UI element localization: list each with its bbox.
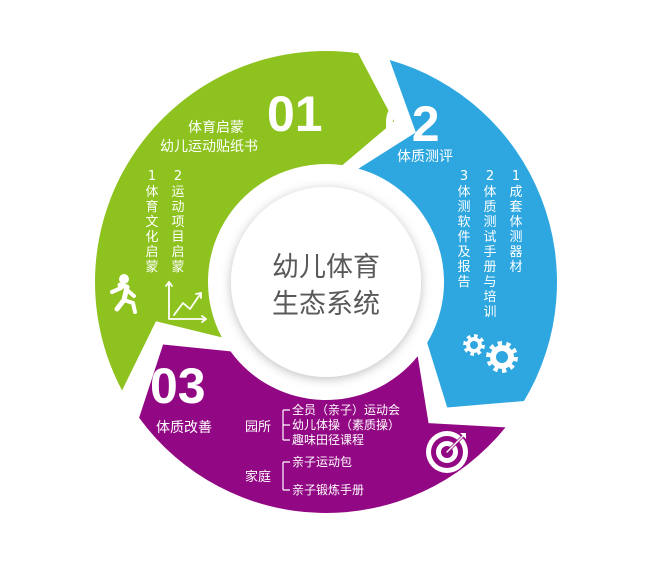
segment-01-item-2: 2 运动项目启蒙 [171,169,184,275]
item-index: 3 [460,169,468,184]
running-person-icon [110,274,137,314]
group-item: 亲子运动包 [292,455,352,469]
group-label: 园所 [245,420,271,435]
center-title-line2: 生态系统 [272,289,380,320]
group-item: 全员（亲子）运动会 [292,402,400,417]
item-index: 1 [512,169,520,184]
item-index: 2 [486,169,494,184]
item-text: 成套体测器材 [509,185,522,275]
item-text: 体测软件及报告 [457,185,470,290]
gears-icon [463,334,518,373]
segment-02-item-3: 3 体测软件及报告 [457,169,470,290]
segment-02-title: 体质测评 [397,149,453,165]
segment-02-blue [358,59,557,408]
center-circle [231,187,421,377]
segment-01-subtitle: 幼儿运动贴纸书 [160,139,258,155]
segment-02-item-1: 1 成套体测器材 [509,169,522,275]
segment-03-number: 03 [150,358,206,414]
item-text: 体质测试手册与培训 [483,185,496,320]
segment-01-number: 01 [267,86,323,142]
group-label: 家庭 [245,469,271,485]
item-text: 体育文化启蒙 [145,185,158,275]
segment-02-item-2: 2 体质测试手册与培训 [483,169,496,320]
item-index: 2 [174,169,182,184]
growth-chart-icon [165,281,207,323]
segment-03-title: 体质改善 [156,420,212,436]
segment-03-purple [139,344,506,514]
group-item: 趣味田径课程 [292,432,364,447]
group-item: 幼儿体操（素质操） [292,417,400,432]
group-kindergarten: 园所 全员（亲子）运动会 幼儿体操（素质操） 趣味田径课程 [245,402,400,447]
segment-01-title: 体育启蒙 [188,120,244,136]
group-family: 家庭 亲子运动包 亲子锻炼手册 [245,455,364,497]
item-text: 运动项目启蒙 [171,185,184,275]
segment-01-item-1: 1 体育文化启蒙 [145,169,158,275]
target-icon [426,431,468,473]
center-title-line1: 幼儿体育 [272,252,380,283]
segment-02-number: 02 [384,96,440,152]
item-index: 1 [148,169,156,184]
group-item: 亲子锻炼手册 [292,482,364,497]
